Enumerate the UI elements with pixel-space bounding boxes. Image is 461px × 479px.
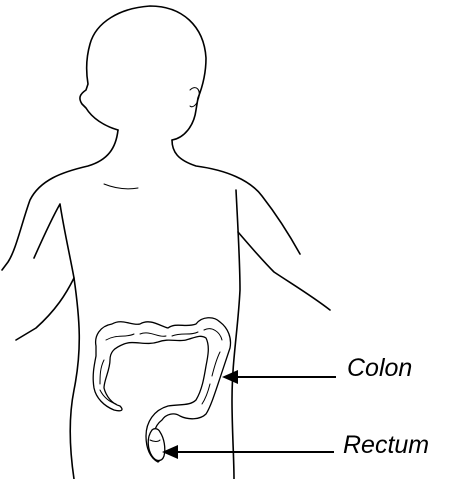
head-outline [80,6,206,140]
left-shoulder-arm [2,130,118,270]
colon-arrow-head [222,370,238,384]
rectum-label: Rectum [343,433,429,458]
colon-label: Colon [347,356,412,381]
rectum-pointer [162,445,334,459]
chest-line [104,184,138,189]
right-torso-side [232,190,240,479]
right-arm-inner [238,232,330,310]
left-torso-side [16,204,74,340]
colon-illustration [93,318,230,462]
left-hip [70,278,79,479]
colon-pointer [222,370,336,384]
